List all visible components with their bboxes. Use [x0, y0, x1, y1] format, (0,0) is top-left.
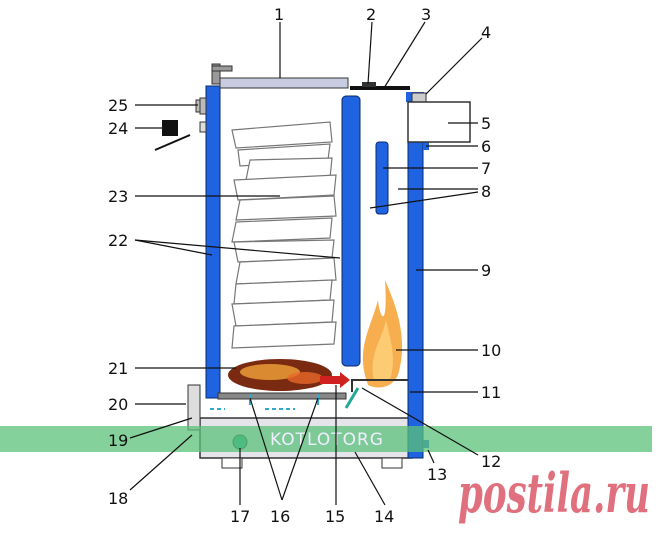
label-20: 20	[108, 395, 128, 414]
label-24: 24	[108, 119, 128, 138]
label-11: 11	[481, 383, 501, 402]
label-3: 3	[421, 5, 431, 24]
label-10: 10	[481, 341, 501, 360]
label-8: 8	[481, 182, 491, 201]
label-14: 14	[374, 507, 394, 526]
label-13: 13	[427, 465, 447, 484]
label-9: 9	[481, 261, 491, 280]
flame-core	[372, 320, 393, 380]
label-12: 12	[481, 452, 501, 471]
label-25: 25	[108, 96, 128, 115]
label-6: 6	[481, 137, 491, 156]
label-15: 15	[325, 507, 345, 526]
air-nozzle	[344, 387, 360, 409]
label-1: 1	[274, 5, 284, 24]
grate	[217, 392, 347, 400]
afterburn-shelf	[351, 379, 408, 392]
label-7: 7	[481, 159, 491, 178]
watermark-band-text: KOTLOTORG	[270, 430, 384, 450]
label-18: 18	[108, 489, 128, 508]
flue-pipe	[407, 101, 471, 143]
label-5: 5	[481, 114, 491, 133]
number-labels: 1 2 3 4 5 6 7 8 9 10 11 12 13 14 15 16 1…	[108, 5, 501, 526]
watermark-band	[0, 426, 652, 452]
label-21: 21	[108, 359, 128, 378]
label-22: 22	[108, 231, 128, 250]
burning-coals	[228, 359, 332, 391]
label-23: 23	[108, 187, 128, 206]
side-fittings	[154, 97, 207, 431]
label-4: 4	[481, 23, 491, 42]
red-arrow	[320, 372, 350, 388]
leader-lines	[129, 21, 483, 506]
top-lid	[211, 63, 427, 103]
label-17: 17	[230, 507, 250, 526]
label-16: 16	[270, 507, 290, 526]
label-19: 19	[108, 431, 128, 450]
label-2: 2	[366, 5, 376, 24]
firewood-logs	[231, 121, 337, 349]
water-jacket	[205, 85, 429, 459]
site-watermark: postila.ru	[458, 461, 650, 525]
